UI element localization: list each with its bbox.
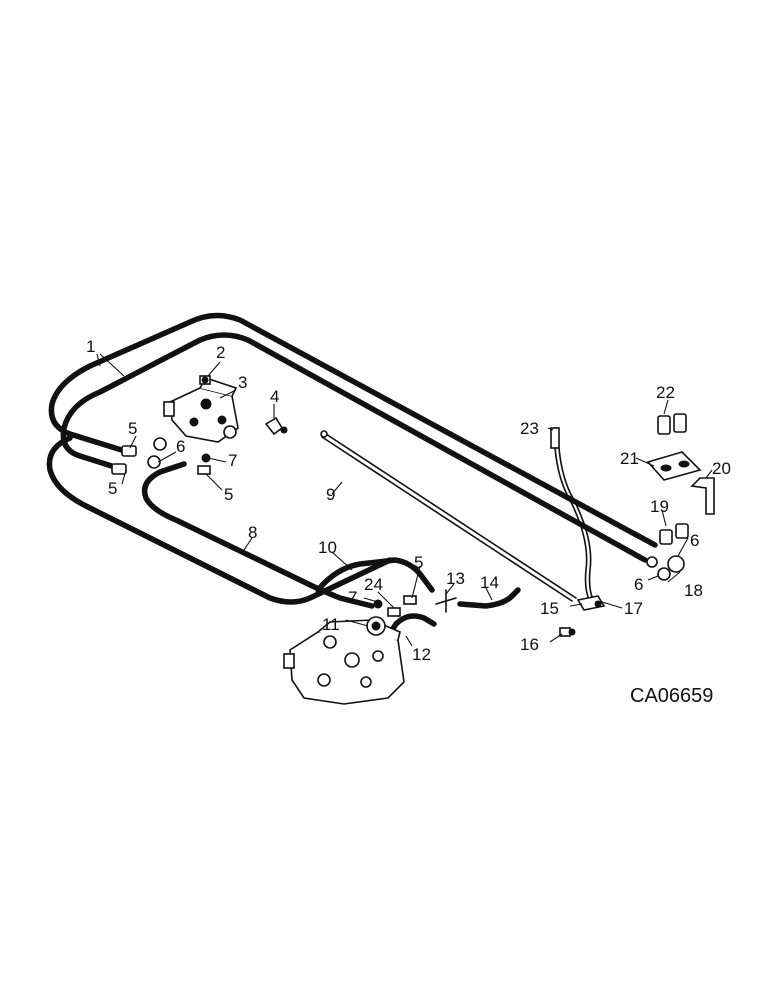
callout-21: 21: [620, 449, 639, 468]
callout-7b: 7: [348, 588, 357, 607]
callout-19: 19: [650, 497, 669, 516]
plate-21: [646, 451, 702, 481]
control-valve-3: [163, 377, 239, 443]
callout-14: 14: [480, 573, 499, 592]
hose-12: [385, 613, 437, 639]
callout-5c: 5: [224, 485, 233, 504]
callout-7a: 7: [228, 451, 237, 470]
callout-3: 3: [238, 373, 247, 392]
adapter-18: [646, 555, 685, 581]
figure-code: CA06659: [630, 685, 713, 707]
bracket-20: [690, 477, 715, 515]
hose-10: [315, 557, 435, 593]
callout-18: 18: [684, 581, 703, 600]
callout-20: 20: [712, 459, 731, 478]
bolt-16: [559, 627, 576, 637]
clamp-15-17: [576, 595, 606, 611]
callout-15: 15: [540, 599, 559, 618]
callout-8: 8: [248, 523, 257, 542]
caps-19: [659, 523, 689, 545]
hose-14: [457, 587, 521, 609]
valve-body-main: [283, 619, 405, 705]
leader-lines: [96, 353, 713, 647]
fittings-valve-group: [366, 595, 417, 636]
hose-1-upper: [48, 312, 658, 563]
callout-6a: 6: [176, 437, 185, 456]
hose-8: [46, 435, 393, 609]
callout-23: 23: [520, 419, 539, 438]
callout-2: 2: [216, 343, 225, 362]
callout-5a: 5: [128, 419, 137, 438]
callout-10: 10: [318, 538, 337, 557]
fittings-left-group: [111, 437, 211, 475]
callout-24: 24: [364, 575, 383, 594]
callout-9: 9: [326, 485, 335, 504]
callout-6b: 6: [634, 575, 643, 594]
control-rod-9: [320, 430, 577, 602]
callout-22: 22: [656, 383, 675, 402]
callout-12: 12: [412, 645, 431, 664]
callout-6c: 6: [690, 531, 699, 550]
callout-labels: 1 2 3 4 5 6 7 5 5 8 9 10 5 24 7 11 12 13…: [86, 337, 731, 664]
callout-17: 17: [624, 599, 643, 618]
callout-5d: 5: [414, 553, 423, 572]
callout-1: 1: [86, 337, 95, 356]
callout-4: 4: [270, 387, 279, 406]
callout-16: 16: [520, 635, 539, 654]
callout-11: 11: [322, 615, 340, 634]
fitting-2: [199, 375, 211, 385]
clevis-4: [264, 416, 288, 436]
callout-13: 13: [446, 569, 465, 588]
callout-5b: 5: [108, 479, 117, 498]
couplers-22: [657, 413, 687, 435]
cable-23: [550, 427, 595, 603]
